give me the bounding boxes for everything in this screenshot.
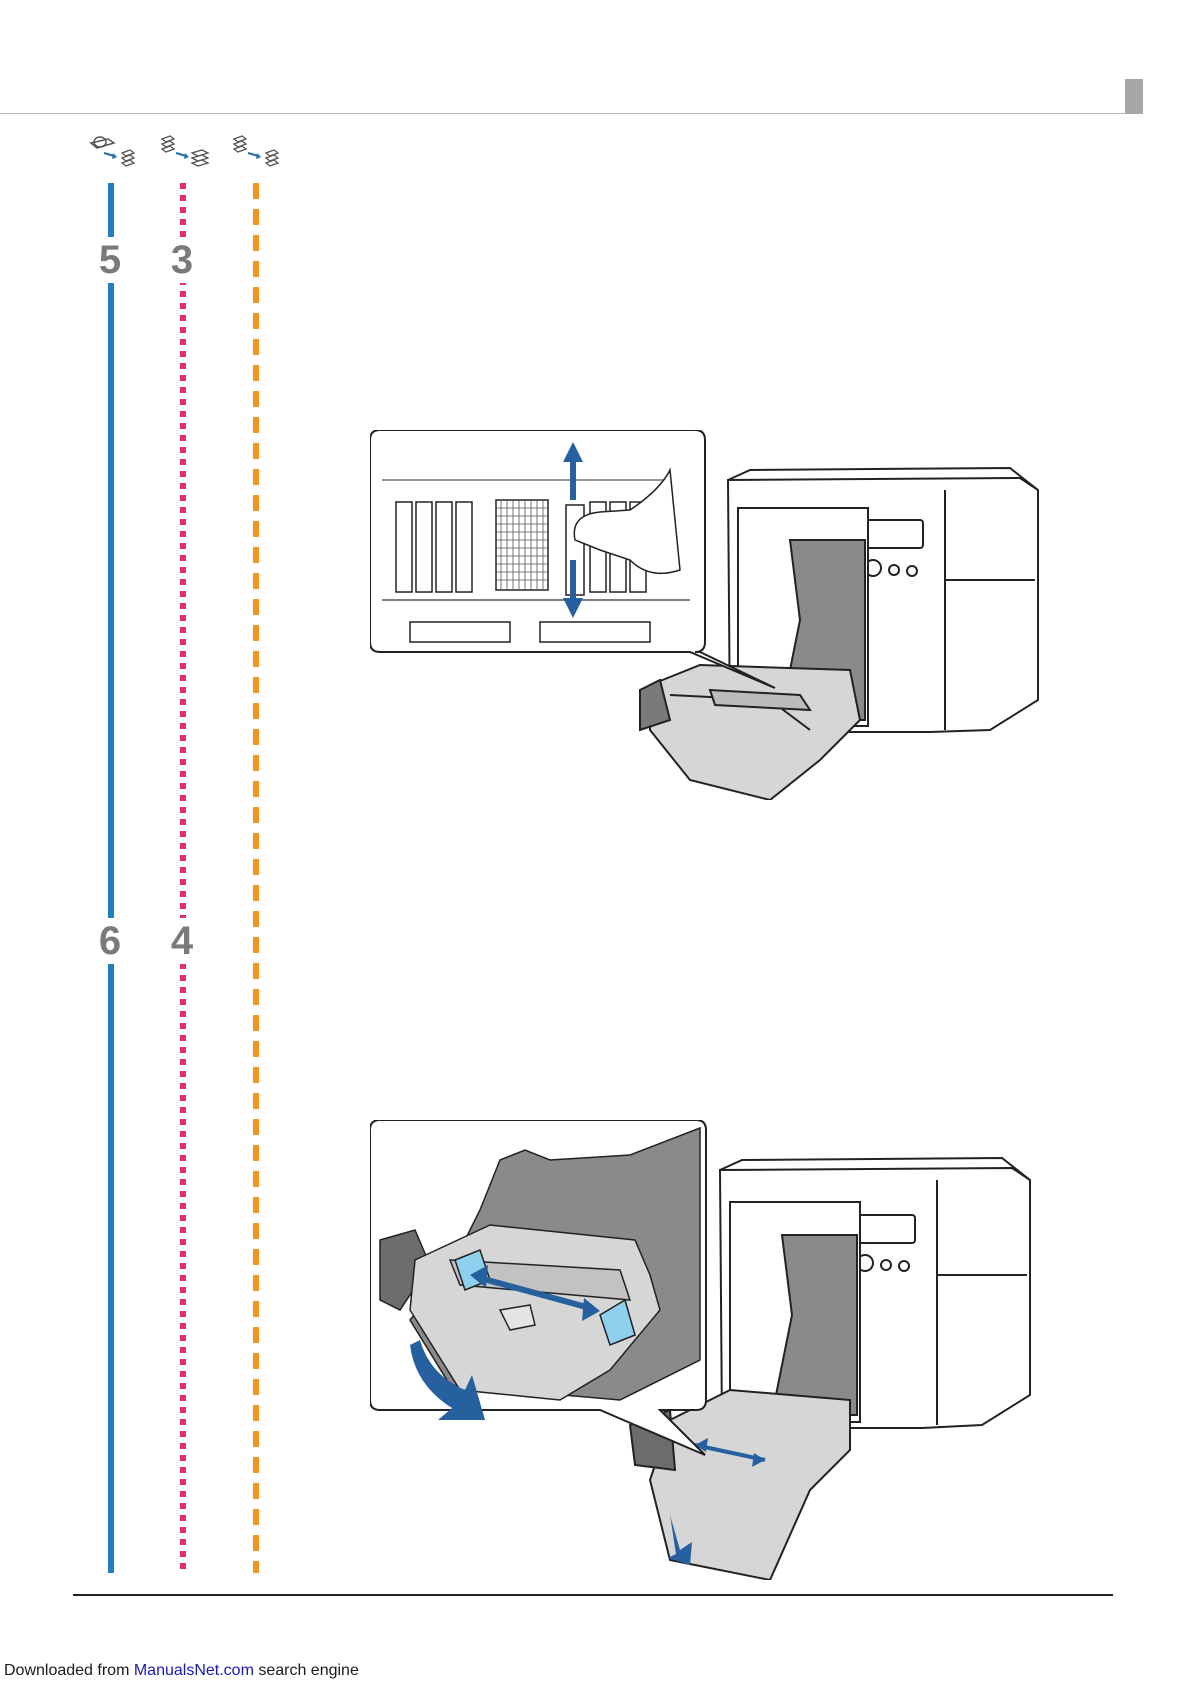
paper-tray <box>640 665 860 800</box>
footer-rule <box>73 1594 1113 1596</box>
footer-suffix: search engine <box>254 1662 359 1679</box>
step-number-6: 6 <box>92 918 128 964</box>
step-number-3: 3 <box>164 237 200 283</box>
header-tab-marker <box>1125 79 1143 114</box>
printer-illustration-tray-close <box>370 1120 1050 1580</box>
footer-link[interactable]: ManualsNet.com <box>134 1662 254 1679</box>
step-number-4: 4 <box>164 918 200 964</box>
printer-body <box>720 1158 1030 1428</box>
footer-prefix: Downloaded from <box>4 1662 134 1679</box>
procedure-lines <box>0 0 300 1600</box>
step-number-5: 5 <box>92 237 128 283</box>
printer-illustration-guide-adjust <box>370 430 1050 800</box>
footer-download-text: Downloaded from ManualsNet.com search en… <box>4 1662 359 1680</box>
